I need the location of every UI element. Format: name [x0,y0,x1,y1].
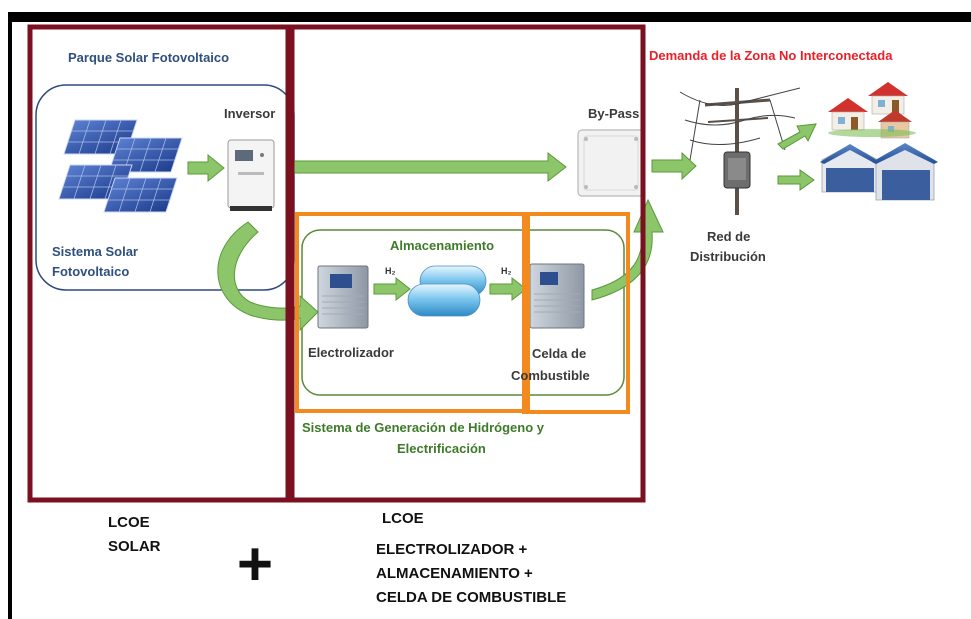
electrolyzer-storage-frame [295,212,530,413]
lcoe-solar-line2: SOLAR [108,538,161,555]
solar-system-label-line2: Fotovoltaico [52,264,130,279]
lcoe-storage-line2: ELECTROLIZADOR + [376,541,528,558]
lcoe-storage-line3: ALMACENAMIENTO + [376,565,533,582]
bypass-label: By-Pass [588,106,640,121]
fuel-cell-frame [522,212,630,414]
arrow-tanks-to-fuel-cell [489,276,527,302]
hydrogen-system-title-line1: Sistema de Generación de Hidrógeno y [302,420,545,435]
arrow-to-houses [777,123,817,150]
demand-title: Demanda de la Zona No Interconectada [649,48,893,63]
houses-icon [828,82,916,139]
utility-pole [679,87,801,215]
arrow-electrolyzer-to-tanks [373,276,411,302]
solar-system-label-line1: Sistema Solar [52,244,138,259]
plus-sign: + [237,530,273,599]
hydrogen-tanks [407,265,487,317]
electrolyzer-label: Electrolizador [308,345,394,360]
solar-panels [58,119,183,213]
storage-title: Almacenamiento [390,238,495,253]
h2-right-label: H₂ [501,266,512,276]
arrow-to-warehouse [777,169,815,191]
lcoe-solar-line1: LCOE [108,514,150,531]
lcoe-storage-frame [289,24,646,503]
curved-arrow-to-electrolyzer [217,221,319,332]
h2-left-label: H₂ [385,266,396,276]
hydrogen-system-title-line2: Electrificación [397,441,486,456]
lcoe-solar-frame [27,24,291,503]
bypass-box [577,129,645,197]
arrow-bypass-to-grid [651,151,697,181]
electrolyzer-device [317,265,369,329]
top-black-border [8,12,971,22]
arrow-panels-to-inverter [187,153,225,183]
warehouse-icon [820,143,938,201]
fuel-cell-label-line2: Combustible [511,368,590,383]
solar-park-title: Parque Solar Fotovoltaico [68,50,230,65]
grid-label-line1: Red de [707,229,751,244]
fuel-cell-label-line1: Celda de [532,346,587,361]
arrow-inverter-to-bypass [289,151,567,183]
lcoe-storage-line1: LCOE [382,510,424,527]
fuel-cell-device [529,263,585,329]
grid-label-line2: Distribución [690,249,766,264]
inverter-label: Inversor [224,106,276,121]
left-black-border [8,12,12,619]
inverter-device [227,139,275,211]
lcoe-storage-line4: CELDA DE COMBUSTIBLE [376,589,567,606]
